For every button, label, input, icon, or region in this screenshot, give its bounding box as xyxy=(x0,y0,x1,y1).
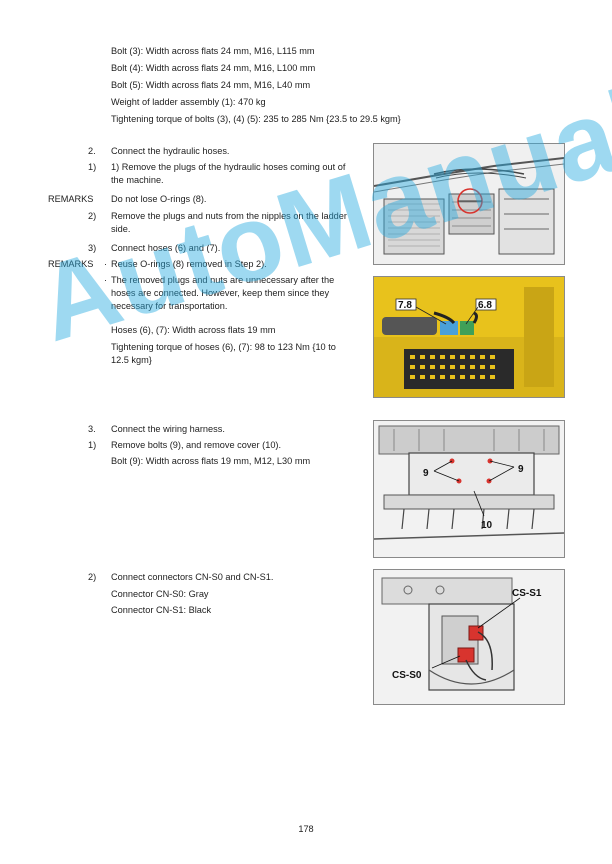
substep-number: 2) xyxy=(88,572,97,582)
bullet: · xyxy=(104,259,108,269)
substep-number: 2) xyxy=(88,211,97,221)
page-number: 178 xyxy=(298,824,314,834)
figure-hose-connection: 7.8 6.8 xyxy=(373,276,565,398)
substep-number: 1) xyxy=(88,440,97,450)
spec-line: Bolt (5): Width across flats 24 mm, M16,… xyxy=(111,80,311,90)
substep-number: 3) xyxy=(88,243,97,253)
spec-line: Tightening torque of bolts (3), (4) (5):… xyxy=(111,114,401,124)
substep-text: Remove the plugs and nuts from the nippl… xyxy=(111,211,347,234)
remarks-text: Do not lose O-rings (8). xyxy=(111,194,207,204)
figure-connectors: CS-S1 CS-S0 xyxy=(373,569,565,705)
spec-line: Hoses (6), (7): Width across flats 19 mm xyxy=(111,325,276,335)
figure-cover-bolts: 9 9 10 xyxy=(373,420,565,558)
bullet: · xyxy=(104,275,108,285)
spec-line: Bolt (3): Width across flats 24 mm, M16,… xyxy=(111,46,315,56)
remarks-label: REMARKS xyxy=(48,194,94,204)
remarks-item: The removed plugs and nuts are unnecessa… xyxy=(111,275,335,311)
callout-label: 9 xyxy=(423,468,429,479)
substep-text: 1) Remove the plugs of the hydraulic hos… xyxy=(111,162,346,185)
callout-label: 10 xyxy=(481,520,493,531)
step-title: Connect the hydraulic hoses. xyxy=(111,146,230,156)
remarks-item: Reuse O-rings (8) removed in Step 2). xyxy=(111,259,267,269)
callout-label: 6.8 xyxy=(478,300,492,311)
step-number: 3. xyxy=(88,424,96,434)
step-title: Connect the wiring harness. xyxy=(111,424,225,434)
substep-text: Connect connectors CN-S0 and CN-S1. xyxy=(111,572,274,582)
callout-label: CS-S1 xyxy=(512,588,542,599)
callout-label: 7.8 xyxy=(398,300,412,311)
substep-text: Connect hoses (6) and (7). xyxy=(111,243,221,253)
connector-spec: Connector CN-S0: Gray xyxy=(111,589,209,599)
spec-line: Tightening torque of hoses (6), (7): 98 … xyxy=(111,342,336,365)
callout-label: 9 xyxy=(518,464,524,475)
step-number: 2. xyxy=(88,146,96,156)
figure-hydraulic-hoses-overview xyxy=(373,143,565,265)
callout-label: CS-S0 xyxy=(392,670,422,681)
spec-line: Bolt (4): Width across flats 24 mm, M16,… xyxy=(111,63,316,73)
connector-spec: Connector CN-S1: Black xyxy=(111,605,212,615)
remarks-label: REMARKS xyxy=(48,259,94,269)
substep-text: Remove bolts (9), and remove cover (10). xyxy=(111,440,282,450)
spec-line: Weight of ladder assembly (1): 470 kg xyxy=(111,97,266,107)
substep-number: 1) xyxy=(88,162,97,172)
spec-line: Bolt (9): Width across flats 19 mm, M12,… xyxy=(111,456,311,466)
